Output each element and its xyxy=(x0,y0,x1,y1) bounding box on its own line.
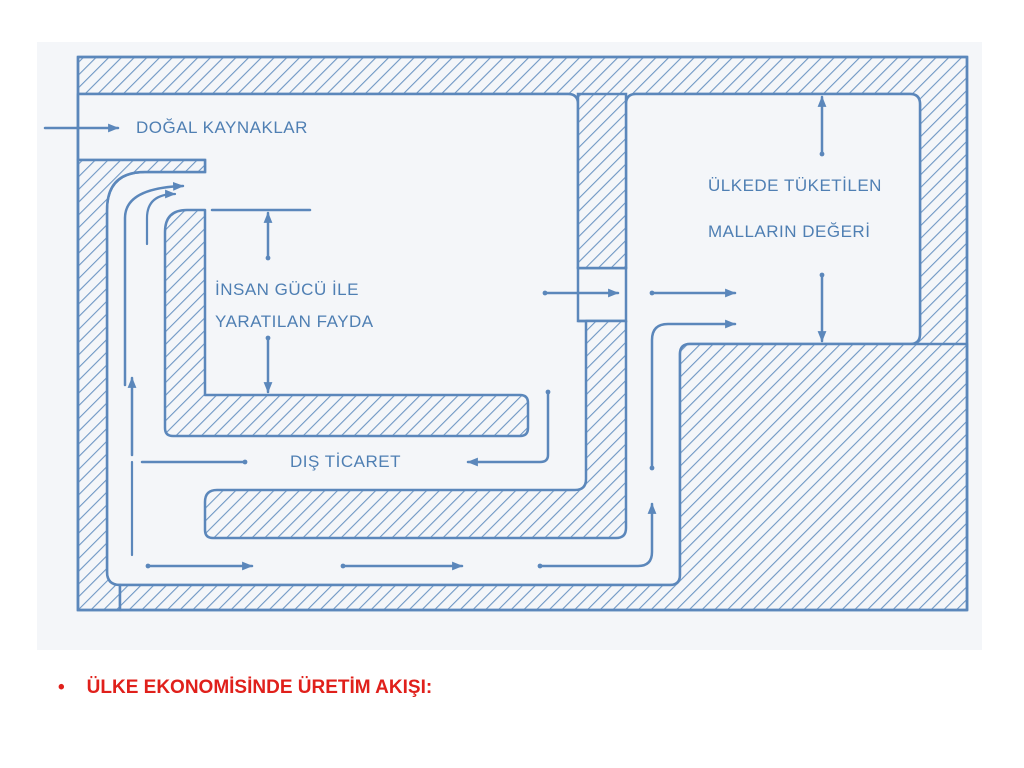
production-flow-diagram xyxy=(43,55,969,612)
trade-return-arrow xyxy=(466,390,550,467)
curve-arrow-inner xyxy=(145,189,177,246)
caption-text: ÜLKE EKONOMİSİNDE ÜRETİM AKIŞI: xyxy=(86,677,433,698)
right-top-wall xyxy=(576,92,628,270)
bottom-arrow-3 xyxy=(538,502,657,568)
slide-caption: • ÜLKE EKONOMİSİNDE ÜRETİM AKIŞI: xyxy=(58,677,432,699)
connector-window xyxy=(576,266,628,323)
label-natural-resources: DOĞAL KAYNAKLAR xyxy=(136,118,308,137)
bullet-icon: • xyxy=(58,677,65,698)
label-human-effort-line2: YARATILAN FAYDA xyxy=(215,312,374,331)
inner-hatched-bar xyxy=(203,319,628,540)
right-up-turn-arrow xyxy=(650,319,737,470)
outer-frame xyxy=(76,55,969,612)
left-hatched-wall xyxy=(76,158,207,612)
curve-arrow-outer xyxy=(123,181,185,387)
label-consumed-goods-line2: MALLARIN DEĞERİ xyxy=(708,222,871,241)
inner-hatched-l-block xyxy=(163,208,530,438)
label-foreign-trade: DIŞ TİCARET xyxy=(290,452,401,471)
label-human-effort-line1: İNSAN GÜCÜ İLE xyxy=(215,280,359,299)
label-consumed-goods-line1: ÜLKEDE TÜKETİLEN xyxy=(708,176,882,195)
